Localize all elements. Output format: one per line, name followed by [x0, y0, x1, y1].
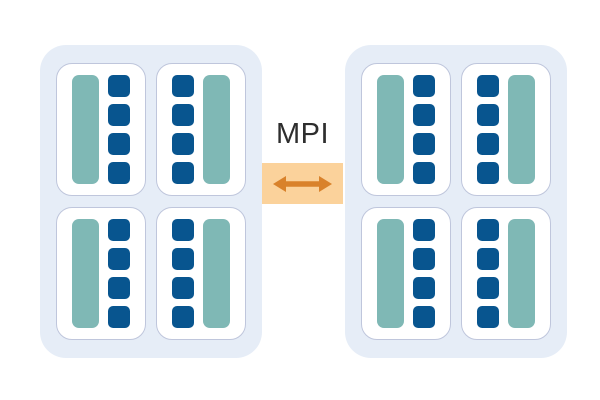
core-square [413, 75, 435, 97]
core-square [477, 248, 499, 270]
core-square [172, 162, 194, 184]
core-square [477, 219, 499, 241]
core-square [413, 306, 435, 328]
core-square [108, 248, 130, 270]
core-square [477, 104, 499, 126]
core-square [108, 75, 130, 97]
core-square [413, 162, 435, 184]
compute-node-left [40, 45, 262, 358]
core-stack [108, 75, 130, 184]
memory-bar-icon [377, 219, 404, 328]
memory-bar-icon [377, 75, 404, 184]
mpi-interconnect: MPI [262, 120, 343, 220]
socket-l4 [156, 207, 246, 340]
core-square [477, 277, 499, 299]
socket-r4 [461, 207, 551, 340]
socket-l2 [156, 63, 246, 196]
core-stack [413, 219, 435, 328]
socket-r3 [361, 207, 451, 340]
core-square [413, 104, 435, 126]
core-square [108, 104, 130, 126]
core-square [477, 306, 499, 328]
compute-node-right [345, 45, 567, 358]
core-square [108, 133, 130, 155]
core-square [172, 133, 194, 155]
core-square [413, 277, 435, 299]
core-square [108, 162, 130, 184]
core-square [477, 75, 499, 97]
core-square [413, 133, 435, 155]
memory-bar-icon [508, 75, 535, 184]
mpi-arrow-box [262, 163, 343, 204]
socket-l3 [56, 207, 146, 340]
core-stack [413, 75, 435, 184]
core-square [172, 219, 194, 241]
core-square [477, 133, 499, 155]
core-square [108, 277, 130, 299]
core-square [413, 248, 435, 270]
core-stack [477, 219, 499, 328]
core-stack [108, 219, 130, 328]
memory-bar-icon [508, 219, 535, 328]
core-square [413, 219, 435, 241]
memory-bar-icon [72, 75, 99, 184]
memory-bar-icon [203, 219, 230, 328]
mpi-label: MPI [275, 118, 330, 150]
core-square [108, 219, 130, 241]
core-square [172, 75, 194, 97]
core-stack [477, 75, 499, 184]
core-square [108, 306, 130, 328]
double-headed-arrow-icon [273, 175, 332, 192]
memory-bar-icon [203, 75, 230, 184]
core-square [172, 248, 194, 270]
core-square [172, 104, 194, 126]
core-stack [172, 75, 194, 184]
socket-r2 [461, 63, 551, 196]
core-stack [172, 219, 194, 328]
core-square [172, 277, 194, 299]
socket-r1 [361, 63, 451, 196]
core-square [477, 162, 499, 184]
socket-l1 [56, 63, 146, 196]
memory-bar-icon [72, 219, 99, 328]
core-square [172, 306, 194, 328]
